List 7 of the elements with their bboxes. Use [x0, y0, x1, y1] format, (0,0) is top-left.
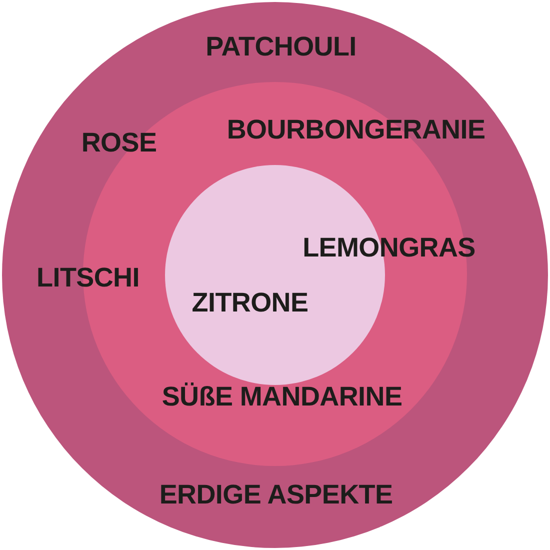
ingredient-label: ZITRONE — [192, 290, 308, 316]
ingredient-label: ROSE — [81, 130, 157, 156]
ingredient-label: BOURBONGERANIE — [226, 116, 486, 144]
ingredient-label: SÜßE MANDARINE — [162, 384, 402, 410]
ingredient-label: PATCHOULI — [206, 34, 356, 60]
ingredient-label: ERDIGE ASPEKTE — [159, 482, 393, 508]
ingredient-label: LITSCHI — [36, 264, 140, 292]
